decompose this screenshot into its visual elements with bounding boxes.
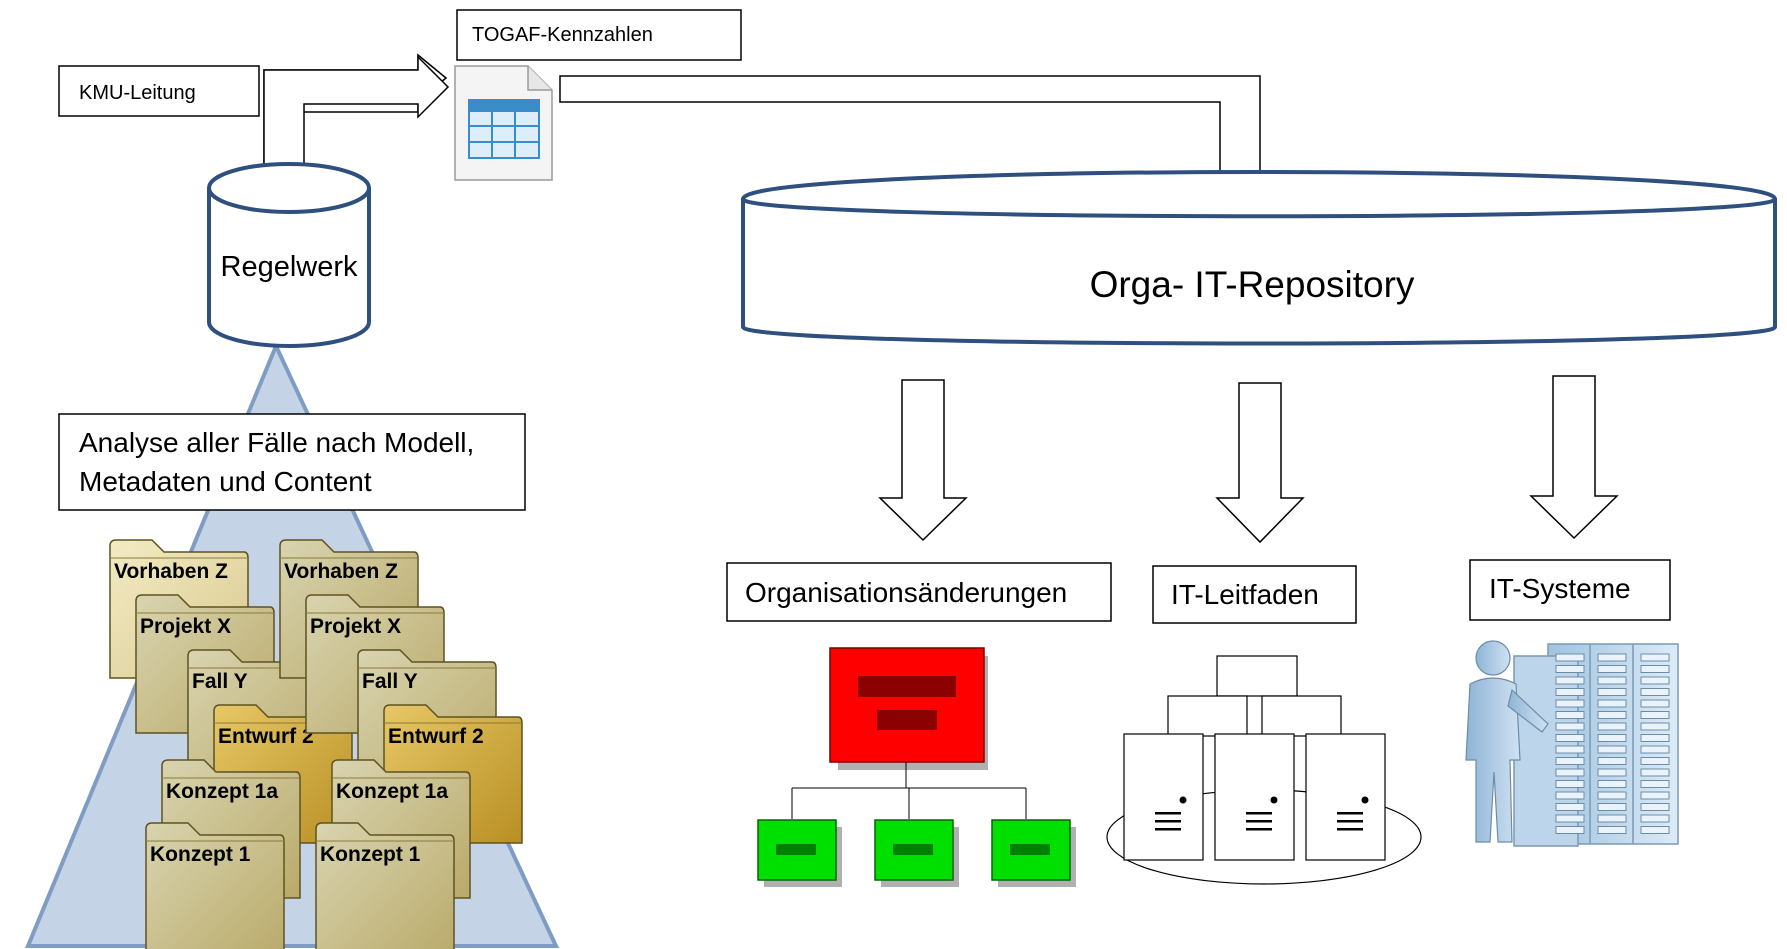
rack-slot	[1640, 676, 1670, 685]
rack-slot	[1597, 768, 1627, 777]
down-arrow-systeme	[1529, 375, 1619, 540]
spreadsheet-document-icon	[454, 65, 553, 181]
rack-slot	[1555, 826, 1585, 834]
rack-slot	[1597, 653, 1627, 662]
rack-slot	[1597, 814, 1627, 823]
rack-slot	[1640, 722, 1670, 731]
folder-label: Fall Y	[362, 670, 418, 693]
server-admin-icon	[1465, 640, 1679, 847]
togaf-kennzahlen-label: TOGAF-Kennzahlen	[472, 24, 653, 46]
rack-slot	[1555, 699, 1585, 708]
rack-slot	[1597, 676, 1627, 685]
rack-slot	[1640, 814, 1670, 823]
rack-slot	[1597, 722, 1627, 731]
rack-slot	[1555, 791, 1585, 800]
org-chart-icon	[757, 647, 1076, 887]
rack-slot	[1640, 826, 1670, 834]
folder-icon: Konzept 1	[315, 822, 455, 949]
folder-label: Vorhaben Z	[284, 560, 398, 583]
analyse-box	[58, 413, 526, 511]
rack-slot	[1555, 688, 1585, 696]
rack-slot	[1597, 699, 1627, 708]
rack-slot	[1555, 757, 1585, 765]
regelwerk-cylinder	[207, 162, 371, 348]
rack-slot	[1555, 768, 1585, 777]
bent-arrow	[263, 55, 450, 183]
folder-label: Konzept 1	[320, 843, 421, 866]
rack-slot	[1640, 780, 1670, 788]
folder-icon: Konzept 1	[145, 822, 285, 949]
folder-label: Vorhaben Z	[114, 560, 228, 583]
rack-slot	[1640, 757, 1670, 765]
regelwerk-label: Regelwerk	[221, 251, 358, 283]
rack-slot	[1640, 688, 1670, 696]
down-arrow-leitfaden	[1215, 382, 1305, 544]
rack-slot	[1597, 780, 1627, 788]
rack-slot	[1555, 653, 1585, 662]
rack-slot	[1597, 826, 1627, 834]
folder-label: Konzept 1a	[166, 780, 278, 803]
rack-slot	[1555, 745, 1585, 754]
rack-slot	[1640, 791, 1670, 800]
rack-slot	[1640, 803, 1670, 811]
rack-slot	[1640, 711, 1670, 719]
rack-slot	[1640, 653, 1670, 662]
rack-slot	[1555, 665, 1585, 673]
folder-stack-right: Vorhaben Z Projekt X Fall Y Entwurf 2 Konzep…	[279, 539, 523, 949]
repository-cylinder	[740, 170, 1778, 346]
rack-slot	[1597, 711, 1627, 719]
togaf-kennzahlen-box	[456, 9, 742, 61]
rack-slot	[1555, 803, 1585, 811]
rack-slot	[1597, 757, 1627, 765]
it-systeme-box	[1469, 559, 1671, 621]
folder-label: Entwurf 2	[388, 725, 484, 748]
organisationsaenderungen-label: Organisationsänderungen	[745, 577, 1067, 608]
rack-slot	[1555, 711, 1585, 719]
folder-stack-left: Vorhaben Z Projekt X Fall Y Entwurf 2 Konzep…	[109, 539, 353, 949]
rack-slot	[1597, 688, 1627, 696]
rack-slot	[1555, 676, 1585, 685]
rack-slot	[1555, 780, 1585, 788]
repository-label: Orga- IT-Repository	[1090, 264, 1415, 305]
rack-slot	[1597, 803, 1627, 811]
folder-label: Konzept 1	[150, 843, 251, 866]
folder-label: Konzept 1a	[336, 780, 448, 803]
rack-slot	[1597, 734, 1627, 742]
analyse-label-line2: Metadaten und Content	[79, 466, 372, 497]
organisationsaenderungen-box	[726, 562, 1112, 622]
folder-label: Entwurf 2	[218, 725, 314, 748]
folder-label: Projekt X	[140, 615, 231, 638]
rack-slot	[1597, 745, 1627, 754]
rack-slot	[1555, 734, 1585, 742]
folder-label: Projekt X	[310, 615, 401, 638]
rack-slot	[1597, 791, 1627, 800]
down-arrow-orga	[878, 379, 968, 542]
rack-slot	[1640, 699, 1670, 708]
kmu-leitung-label: KMU-Leitung	[79, 82, 196, 104]
rack-slot	[1597, 665, 1627, 673]
it-leitfaden-label: IT-Leitfaden	[1171, 579, 1319, 610]
rack-slot	[1640, 745, 1670, 754]
rack-slot	[1640, 734, 1670, 742]
rack-slot	[1640, 768, 1670, 777]
analyse-label-line1: Analyse aller Fälle nach Modell,	[79, 427, 474, 458]
kmu-leitung-box	[58, 65, 260, 117]
server-tree-icon	[1106, 655, 1422, 885]
it-systeme-label: IT-Systeme	[1489, 573, 1631, 604]
folder-label: Fall Y	[192, 670, 248, 693]
rack-slot	[1640, 665, 1670, 673]
it-leitfaden-box	[1152, 565, 1357, 624]
rack-slot	[1555, 722, 1585, 731]
rack-slot	[1555, 814, 1585, 823]
